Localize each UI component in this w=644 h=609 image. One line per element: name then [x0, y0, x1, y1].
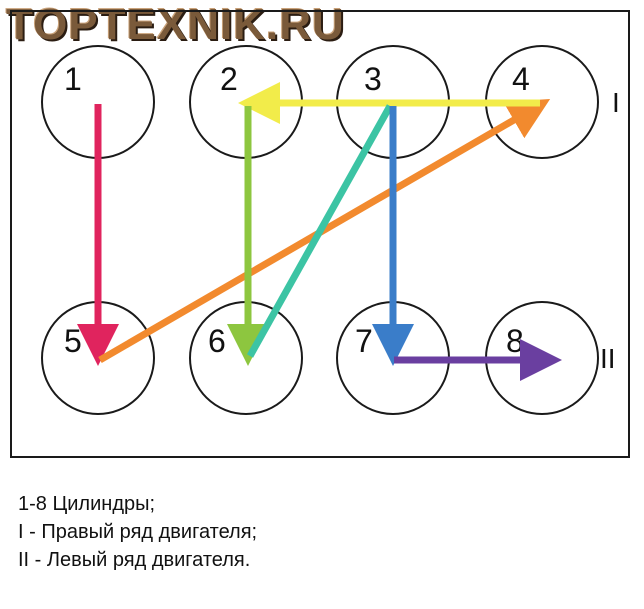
arrow-6-to-3: [246, 104, 394, 358]
cylinder-5-label: 5: [64, 323, 82, 359]
legend-line-right-bank: I - Правый ряд двигателя;: [18, 521, 258, 543]
legend-line-cylinders: 1-8 Цилиндры;: [18, 493, 156, 515]
legend-line-left-bank: II - Левый ряд двигателя.: [18, 549, 251, 571]
cylinder-2-label: 2: [220, 61, 238, 97]
cylinder-4-label: 4: [512, 61, 530, 97]
diagram-frame: [10, 10, 630, 458]
legend: 1-8 Цилиндры; I - Правый ряд двигателя; …: [18, 490, 257, 574]
row-label-right: I: [612, 87, 620, 118]
cylinder-1-label: 1: [64, 61, 82, 97]
cylinder-8-label: 8: [506, 323, 524, 359]
cylinder-7-label: 7: [355, 323, 373, 359]
cylinder-3-label: 3: [364, 61, 382, 97]
watermark: TOPTEXNIK.RU: [6, 0, 345, 49]
cylinder-6-label: 6: [208, 323, 226, 359]
row-label-left: II: [600, 343, 616, 374]
